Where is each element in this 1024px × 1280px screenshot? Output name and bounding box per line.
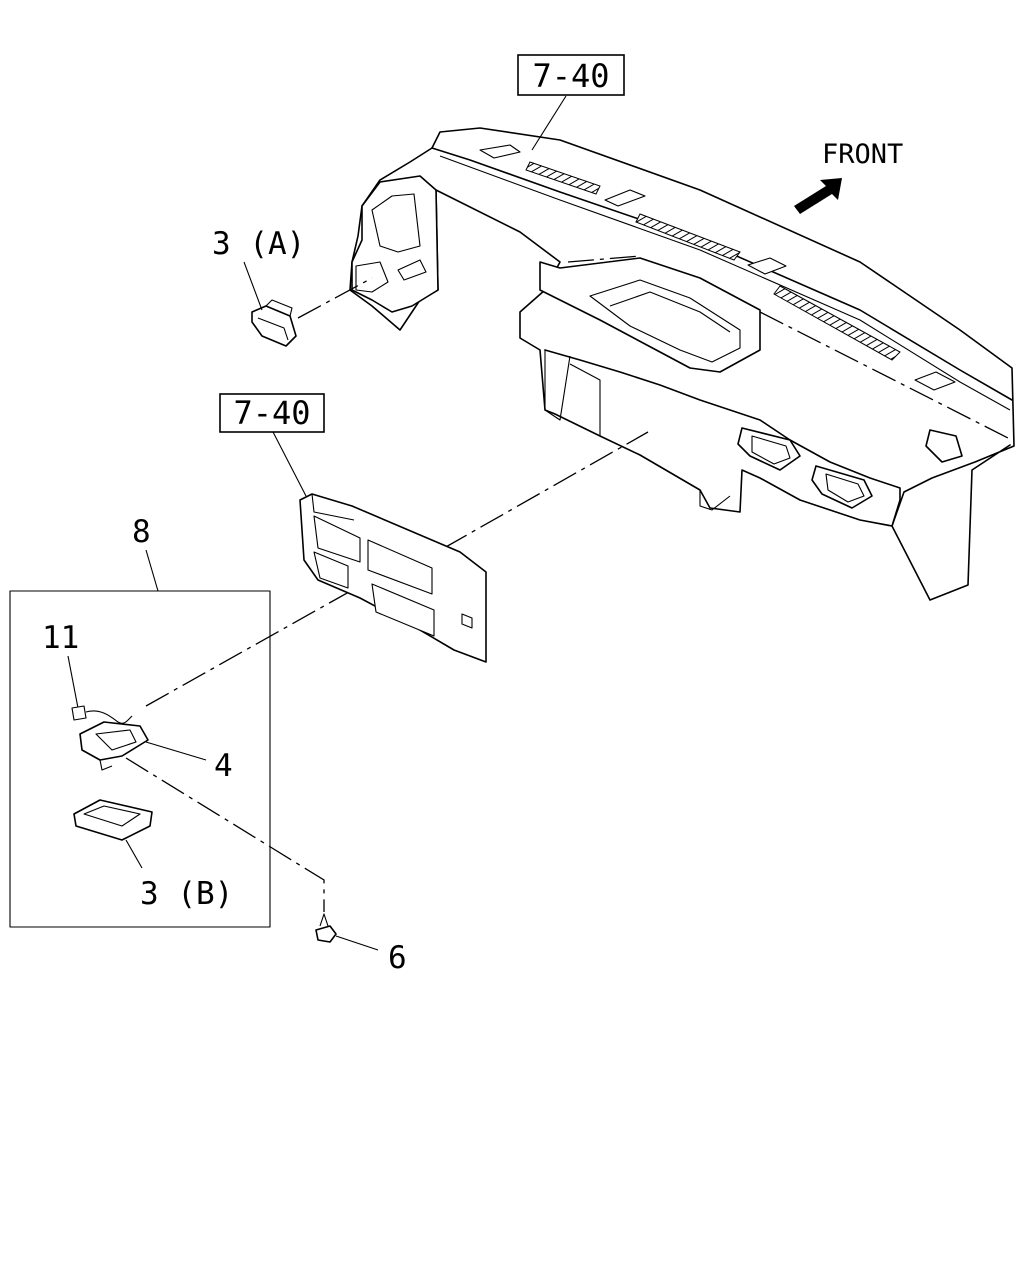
part-4-housing xyxy=(79,721,207,771)
ref-label-mid: 7-40 xyxy=(233,394,310,432)
leader-lines xyxy=(125,255,1013,912)
ref-box-top: 7-40 xyxy=(517,54,625,96)
part-11-harness xyxy=(67,655,133,724)
ref-label-top: 7-40 xyxy=(532,57,609,95)
part-label-8: 8 xyxy=(132,514,151,550)
front-arrow-icon xyxy=(794,178,842,214)
part-6-clip xyxy=(315,913,379,951)
ref-box-mid: 7-40 xyxy=(219,393,325,433)
part-label-3a: 3 (A) xyxy=(212,226,305,262)
part-3a-clip xyxy=(243,261,297,347)
part-label-4: 4 xyxy=(214,748,233,784)
part-label-11: 11 xyxy=(42,620,79,656)
instrument-panel xyxy=(349,127,1015,601)
front-label: FRONT xyxy=(822,139,903,170)
center-bezel xyxy=(299,493,487,663)
part-label-6: 6 xyxy=(388,940,407,976)
kit-box-8 xyxy=(9,549,271,928)
part-label-3b: 3 (B) xyxy=(140,876,233,912)
part-3b-tray xyxy=(73,799,153,869)
